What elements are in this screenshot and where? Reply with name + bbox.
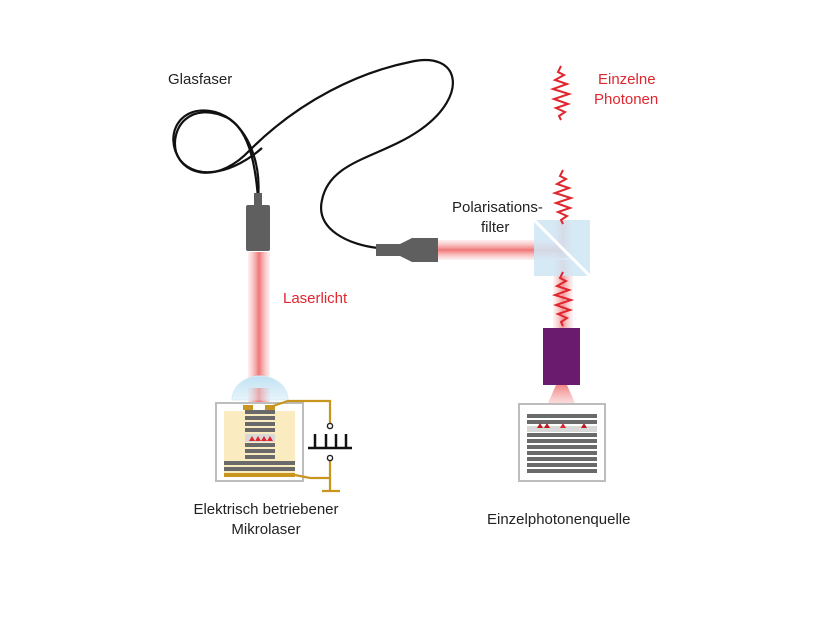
quantum-dot-marker xyxy=(255,436,261,441)
label-polarisationsfilter-2: filter xyxy=(481,219,510,236)
photon-wave-top xyxy=(551,169,575,225)
label-glasfaser: Glasfaser xyxy=(168,71,233,88)
polarization-filter xyxy=(532,218,592,278)
quantum-dot-marker xyxy=(560,423,566,428)
electrical-microlaser xyxy=(215,375,340,493)
quantum-dot-marker xyxy=(267,436,273,441)
label-einzelne-photonen-2: Photonen xyxy=(594,91,659,108)
fiber-connector-right xyxy=(376,238,438,262)
top-wire xyxy=(269,399,332,424)
label-laserlicht: Laserlicht xyxy=(283,290,348,307)
photon-wave-legend xyxy=(549,65,573,121)
objective-lens xyxy=(543,328,580,385)
photon-wave-bottom xyxy=(551,271,575,327)
laser-beam-horizontal xyxy=(438,240,562,260)
quantum-dot-marker xyxy=(537,423,543,428)
bottom-wire xyxy=(294,460,332,480)
terminal-bottom xyxy=(326,454,334,462)
label-einzelphotonenquelle: Einzelphotonenquelle xyxy=(487,511,631,528)
terminal-top xyxy=(326,422,334,430)
single-photon-source xyxy=(518,403,606,482)
optical-fiber-loop xyxy=(172,109,263,199)
label-einzelne-photonen-1: Einzelne xyxy=(598,71,656,88)
voltage-source-icon xyxy=(308,434,352,450)
quantum-dot-marker xyxy=(581,423,587,428)
quantum-dot-marker xyxy=(544,423,550,428)
quantum-dot-marker xyxy=(261,436,267,441)
label-mikrolaser-1: Elektrisch betriebener xyxy=(193,501,339,518)
quantum-dot-marker xyxy=(249,436,255,441)
laser-beam-vertical xyxy=(248,252,270,402)
fiber-connector-left xyxy=(246,193,270,251)
label-polarisationsfilter-1: Polarisations- xyxy=(452,199,543,216)
optical-fiber xyxy=(173,59,454,250)
label-mikrolaser-2: Mikrolaser xyxy=(231,521,301,538)
